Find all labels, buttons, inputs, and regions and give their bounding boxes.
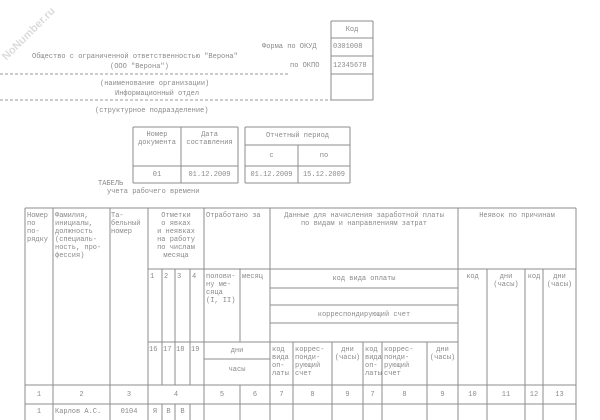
row-number: 1 bbox=[36, 408, 42, 416]
row-mark-day-1: Я bbox=[152, 408, 158, 416]
column-number: 8 bbox=[402, 391, 407, 399]
column-number: 9 bbox=[440, 391, 445, 399]
column-number: 7 bbox=[370, 391, 375, 399]
period-from-label: с bbox=[269, 152, 274, 160]
half-month-label: полови- ну ме- сяца (I, II) bbox=[206, 273, 236, 305]
sub-days-label-2: дни (часы) bbox=[429, 346, 456, 362]
header-name: Фамилия, инициалы, должность (специаль- … bbox=[55, 212, 102, 260]
column-number: 6 bbox=[252, 391, 258, 399]
header-marks: Отметки о явках и неявках на работу по ч… bbox=[157, 212, 195, 260]
absence-days-label-2: дни (часы) bbox=[546, 273, 573, 289]
day-17: 17 bbox=[163, 346, 172, 354]
org-caption: (наименование организации) bbox=[100, 80, 210, 88]
row-employee-name: Карлов А.С. bbox=[55, 408, 102, 416]
absence-days-label: дни (часы) bbox=[493, 273, 519, 289]
month-label: месяц bbox=[242, 273, 264, 281]
row-tab-number: 0104 bbox=[120, 408, 138, 416]
doc-date-label: Дата составления bbox=[186, 131, 233, 147]
day-16: 16 bbox=[149, 346, 158, 354]
okpo-value: 12345678 bbox=[333, 62, 367, 70]
sub-corr-label: коррес- понди- рующий счет bbox=[295, 346, 325, 378]
day-18: 18 bbox=[176, 346, 185, 354]
code-header: Код bbox=[345, 26, 359, 34]
day-1: 1 bbox=[150, 273, 155, 281]
absence-code-label: код bbox=[466, 273, 479, 281]
worked-hours-label: часы bbox=[228, 366, 246, 374]
column-number: 3 bbox=[126, 391, 132, 399]
column-number: 12 bbox=[529, 391, 539, 399]
sub-code-label: код вида оп- латы bbox=[272, 346, 289, 378]
sub-corr-label-2: коррес- понди- рующий счет bbox=[384, 346, 414, 378]
header-absences: Неявок по причинам bbox=[479, 212, 555, 220]
day-2: 2 bbox=[164, 273, 169, 281]
header-pay-data: Данные для начисления заработной платы п… bbox=[284, 212, 444, 228]
doc-date: 01.12.2009 bbox=[188, 171, 231, 179]
title: ТАБЕЛЬ bbox=[98, 180, 124, 188]
sub-code-label-2: код вида оп- латы bbox=[365, 346, 382, 378]
column-number: 13 bbox=[555, 391, 564, 399]
row-mark-day-2: В bbox=[166, 408, 171, 416]
day-3: 3 bbox=[177, 273, 182, 281]
sub-days-label: дни (часы) bbox=[334, 346, 361, 362]
department-caption: (структурное подразделение) bbox=[95, 107, 209, 115]
absence-code-label-2: код bbox=[527, 273, 541, 281]
column-number: 7 bbox=[279, 391, 284, 399]
header-tab-number: Та- бельный номер bbox=[111, 212, 141, 236]
pay-code-label: код вида оплаты bbox=[332, 275, 396, 283]
org-name: Общество с ограниченной ответственностью… bbox=[32, 53, 238, 61]
column-number: 2 bbox=[79, 391, 84, 399]
column-number: 5 bbox=[219, 391, 225, 399]
doc-number: 01 bbox=[152, 171, 162, 179]
period-to: 15.12.2009 bbox=[302, 171, 345, 179]
period-label: Отчетный период bbox=[265, 132, 329, 140]
row-mark-day-3: В bbox=[180, 408, 185, 416]
period-to-label: по bbox=[319, 152, 329, 160]
column-number: 4 bbox=[173, 391, 179, 399]
column-number: 11 bbox=[501, 391, 511, 399]
column-number: 9 bbox=[345, 391, 350, 399]
doc-number-label: Номер документа bbox=[138, 131, 176, 147]
corr-account-label: корреспондирующий счет bbox=[317, 311, 411, 319]
org-short-name: (ООО "Верона") bbox=[110, 63, 169, 71]
column-number: 1 bbox=[36, 391, 42, 399]
day-19: 19 bbox=[191, 346, 200, 354]
period-from: 01.12.2009 bbox=[250, 171, 293, 179]
header-number: Номер по по- рядку bbox=[27, 212, 49, 244]
okud-label: Форма по ОКУД bbox=[262, 43, 317, 51]
header-worked: Отработано за bbox=[206, 212, 261, 220]
department-name: Информационный отдел bbox=[115, 90, 200, 98]
day-4: 4 bbox=[192, 273, 197, 281]
subtitle: учета рабочего времени bbox=[107, 188, 200, 196]
worked-days-label: дни bbox=[230, 347, 244, 355]
column-number: 8 bbox=[310, 391, 315, 399]
okud-value: 0301008 bbox=[333, 43, 363, 51]
column-number: 10 bbox=[468, 391, 477, 399]
okpo-label: по ОКПО bbox=[290, 62, 320, 70]
